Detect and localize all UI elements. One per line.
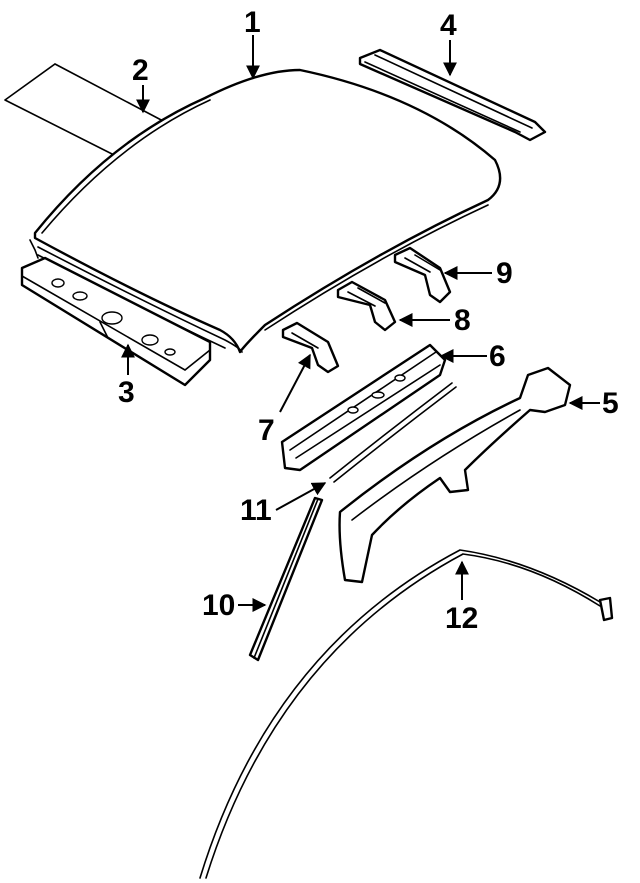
callout-labels: 1 2 3 4 5 6 7 8 9 10 11 12 bbox=[118, 6, 619, 635]
part-3-front-header bbox=[20, 256, 212, 387]
callout-6: 6 bbox=[489, 340, 506, 373]
part-4-rear-header-rail bbox=[358, 48, 547, 142]
part-2-label-sheet bbox=[4, 63, 166, 159]
part-12-roof-molding bbox=[199, 549, 614, 879]
part-10-drip-molding bbox=[248, 496, 324, 662]
callout-8: 8 bbox=[454, 304, 471, 337]
callout-9: 9 bbox=[496, 257, 513, 290]
callout-4: 4 bbox=[440, 9, 457, 42]
part-8-roof-bow bbox=[336, 280, 397, 332]
part-5-side-rail bbox=[338, 366, 572, 584]
callout-2: 2 bbox=[132, 54, 149, 87]
callout-5: 5 bbox=[602, 387, 619, 420]
callout-11: 11 bbox=[240, 494, 272, 527]
callout-1: 1 bbox=[244, 6, 261, 39]
part-11-weatherstrip bbox=[329, 382, 457, 483]
callout-7: 7 bbox=[258, 414, 275, 447]
callout-3: 3 bbox=[118, 376, 135, 409]
part-7-roof-bow bbox=[281, 321, 340, 374]
part-6-roof-rail bbox=[280, 343, 447, 472]
part-9-roof-bow bbox=[393, 246, 452, 304]
callout-12: 12 bbox=[445, 602, 478, 635]
callout-10: 10 bbox=[202, 589, 235, 622]
leader-lines bbox=[121, 35, 600, 612]
